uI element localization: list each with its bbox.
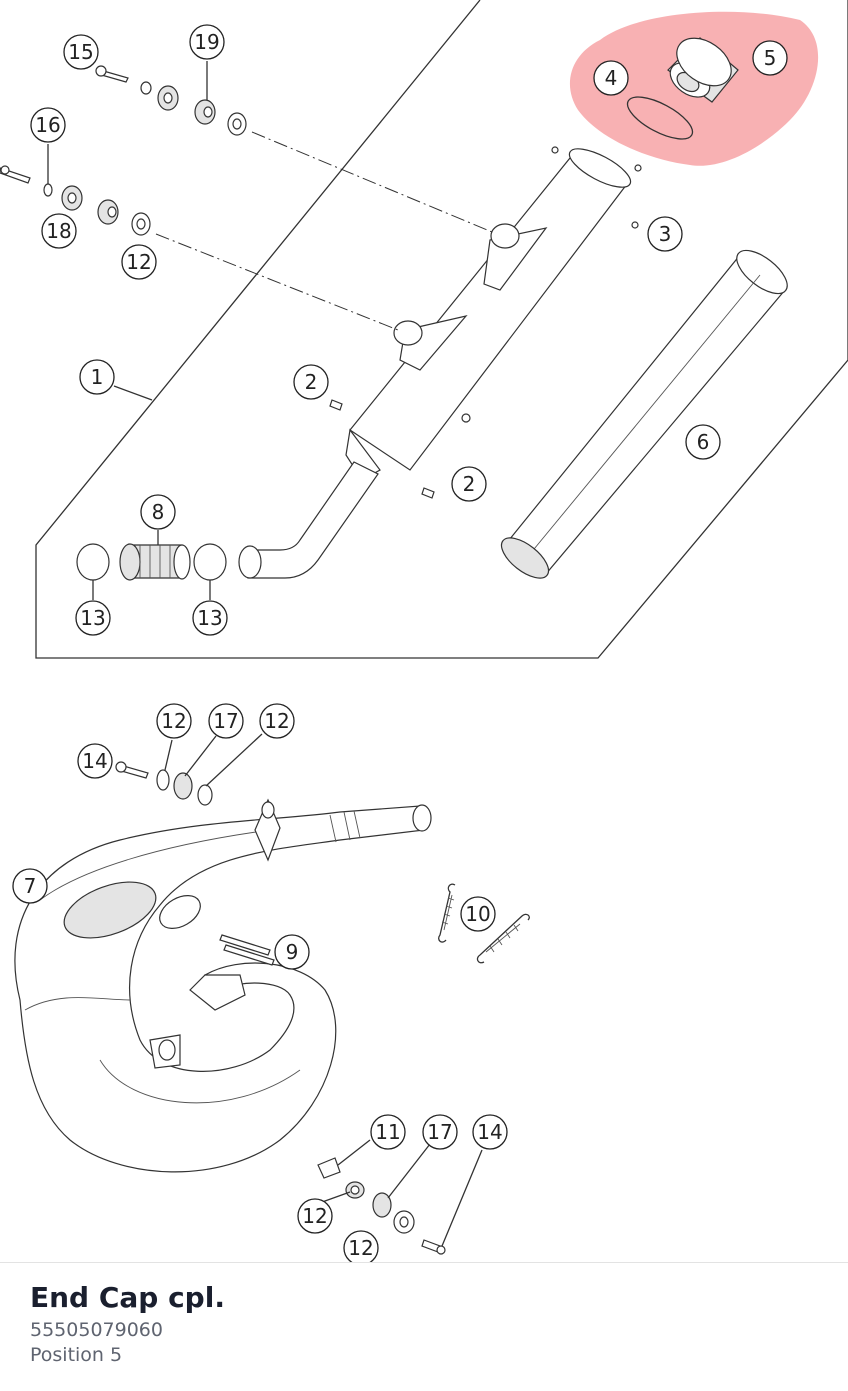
- callout-13-right[interactable]: 13: [192, 600, 228, 636]
- callout-leader-lines: [47, 61, 483, 1247]
- svg-text:12: 12: [348, 1236, 373, 1260]
- callout-12-lower-right[interactable]: 12: [343, 1230, 379, 1262]
- svg-text:10: 10: [465, 902, 490, 926]
- mounting-hardware-upper: [0, 65, 247, 236]
- callout-14-upper[interactable]: 14: [77, 743, 113, 779]
- callout-12-upper[interactable]: 12: [121, 244, 157, 280]
- callout-8[interactable]: 8: [140, 494, 176, 530]
- svg-text:13: 13: [80, 606, 105, 630]
- svg-text:2: 2: [305, 370, 318, 394]
- svg-text:12: 12: [302, 1204, 327, 1228]
- part-title: End Cap cpl.: [30, 1281, 225, 1314]
- svg-text:7: 7: [24, 874, 37, 898]
- svg-text:14: 14: [477, 1120, 502, 1144]
- callout-11[interactable]: 11: [370, 1114, 406, 1150]
- callout-3[interactable]: 3: [647, 216, 683, 252]
- rivet-part: [329, 399, 435, 499]
- svg-text:11: 11: [375, 1120, 400, 1144]
- silencer-group-frame: [35, 0, 848, 659]
- svg-text:17: 17: [427, 1120, 452, 1144]
- mounting-hardware-lower: [115, 761, 446, 1255]
- svg-text:17: 17: [213, 709, 238, 733]
- callout-14-lower[interactable]: 14: [472, 1114, 508, 1150]
- callout-7[interactable]: 7: [12, 868, 48, 904]
- callout-18[interactable]: 18: [41, 213, 77, 249]
- position-label: Position: [30, 1344, 104, 1366]
- callout-17-lower[interactable]: 17: [422, 1114, 458, 1150]
- callout-19[interactable]: 19: [189, 24, 225, 60]
- exhaust-pipe-part: [14, 798, 432, 1173]
- o-ring-left: [76, 543, 110, 581]
- svg-text:19: 19: [194, 30, 219, 54]
- callout-17-upper[interactable]: 17: [208, 703, 244, 739]
- svg-text:3: 3: [659, 222, 672, 246]
- callout-16[interactable]: 16: [30, 107, 66, 143]
- svg-text:14: 14: [82, 749, 107, 773]
- callout-2-lower[interactable]: 2: [451, 466, 487, 502]
- callout-2-upper[interactable]: 2: [293, 364, 329, 400]
- part-number: 55505079060: [30, 1319, 163, 1341]
- callout-12-mid-right[interactable]: 12: [259, 703, 295, 739]
- silencer-body: [345, 146, 642, 481]
- callout-10[interactable]: 10: [460, 896, 496, 932]
- exhaust-spring-part: [438, 883, 530, 964]
- callout-9[interactable]: 9: [274, 934, 310, 970]
- svg-text:12: 12: [161, 709, 186, 733]
- svg-text:15: 15: [68, 40, 93, 64]
- inlet-pipe: [247, 461, 379, 579]
- svg-text:16: 16: [35, 113, 60, 137]
- callout-13-left[interactable]: 13: [75, 600, 111, 636]
- connector-sleeve-part: [119, 543, 191, 581]
- svg-text:9: 9: [286, 940, 299, 964]
- exploded-parts-diagram: 15 19 16 18 12 4 5 3 1 2 2 6 8 13 13 12: [0, 0, 848, 1262]
- svg-text:8: 8: [152, 500, 165, 524]
- svg-text:6: 6: [697, 430, 710, 454]
- svg-text:5: 5: [764, 46, 777, 70]
- callout-1[interactable]: 1: [79, 359, 115, 395]
- svg-text:12: 12: [264, 709, 289, 733]
- position-value: 5: [109, 1344, 123, 1366]
- callout-5[interactable]: 5: [752, 40, 788, 76]
- svg-text:1: 1: [91, 365, 104, 389]
- svg-text:12: 12: [126, 250, 151, 274]
- silencer-packing-part: [500, 249, 788, 579]
- svg-text:18: 18: [46, 219, 71, 243]
- callout-6[interactable]: 6: [685, 424, 721, 460]
- callout-4[interactable]: 4: [593, 60, 629, 96]
- callout-15[interactable]: 15: [63, 34, 99, 70]
- o-ring-right: [193, 543, 227, 581]
- gasket-part: [219, 934, 275, 966]
- callout-12-lower-left[interactable]: 12: [297, 1198, 333, 1234]
- end-cap-part[interactable]: [664, 28, 740, 104]
- o-ring-part[interactable]: [622, 89, 699, 148]
- svg-text:2: 2: [463, 472, 476, 496]
- svg-text:13: 13: [197, 606, 222, 630]
- svg-text:4: 4: [605, 66, 618, 90]
- callout-12-mid-left[interactable]: 12: [156, 703, 192, 739]
